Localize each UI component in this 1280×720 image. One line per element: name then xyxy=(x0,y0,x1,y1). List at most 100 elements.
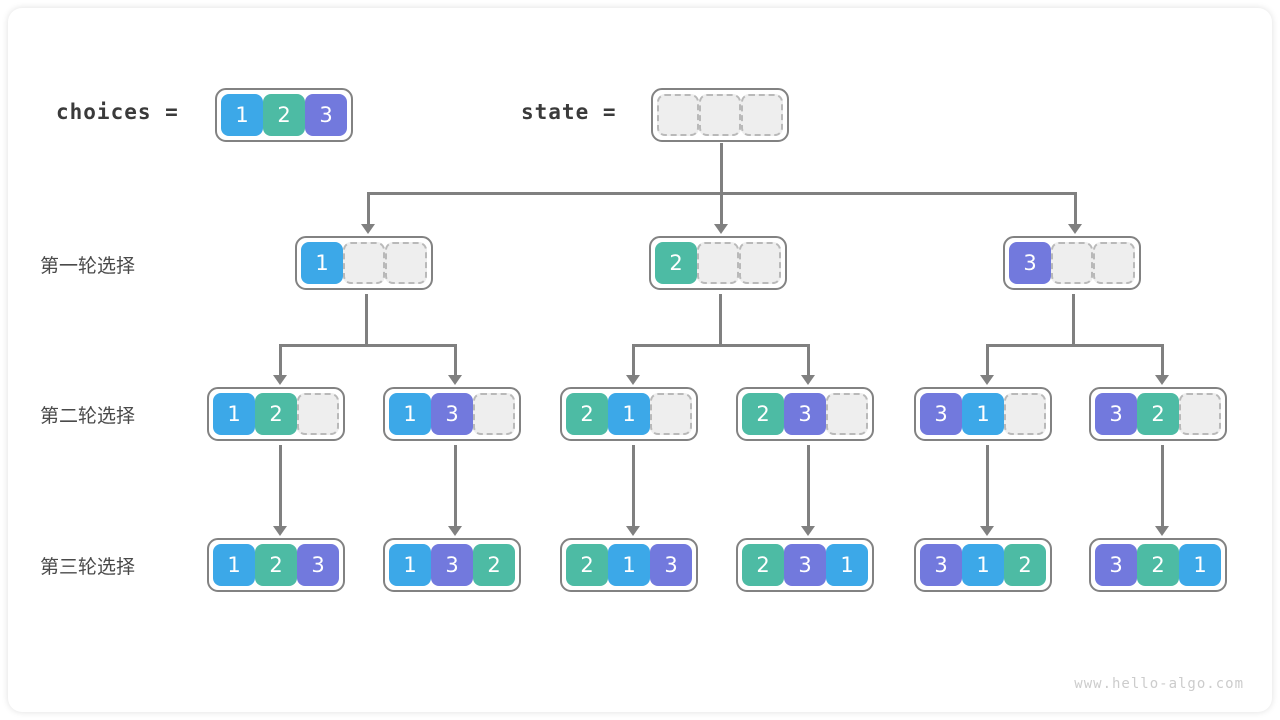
round1-node-2-cell-1 xyxy=(1051,242,1093,284)
round3-node-0-cell-0: 1 xyxy=(213,544,255,586)
row-label-round-2: 第二轮选择 xyxy=(40,405,136,427)
arrowhead-l1b-c1 xyxy=(626,375,640,385)
connector-l1c-stem xyxy=(1072,294,1075,347)
connector-root-to-n2 xyxy=(720,192,723,226)
connector-l1c-to-c1 xyxy=(986,344,989,377)
connector-l2-3-drop xyxy=(807,445,810,528)
connector-root-to-n3 xyxy=(1074,192,1077,226)
round3-node-5-cell-2: 1 xyxy=(1179,544,1221,586)
node-round1-choice-3: 3 xyxy=(1003,236,1141,290)
row-label-round-1: 第一轮选择 xyxy=(40,255,136,277)
watermark: www.hello-algo.com xyxy=(1074,676,1244,692)
state-array xyxy=(651,88,789,142)
connector-l1b-stem xyxy=(719,294,722,347)
row-label-round-3: 第三轮选择 xyxy=(40,556,136,578)
round3-node-1-cell-0: 1 xyxy=(389,544,431,586)
connector-l1a-stem xyxy=(365,294,368,347)
round1-node-1-cell-0: 2 xyxy=(655,242,697,284)
round2-node-0-cell-1: 2 xyxy=(255,393,297,435)
state-label: state = xyxy=(521,100,617,124)
connector-l2-4-drop xyxy=(986,445,989,528)
round3-node-4-cell-0: 3 xyxy=(920,544,962,586)
choices-cell-1: 2 xyxy=(263,94,305,136)
connector-l1c-to-c2 xyxy=(1161,344,1164,377)
choices-label: choices = xyxy=(56,100,179,124)
arrowhead-l2-4 xyxy=(980,526,994,536)
connector-l1a-to-c2 xyxy=(454,344,457,377)
state-cell-0 xyxy=(657,94,699,136)
round3-node-3-cell-0: 2 xyxy=(742,544,784,586)
connector-l2-0-drop xyxy=(279,445,282,528)
round3-node-1-cell-1: 3 xyxy=(431,544,473,586)
round2-node-1-cell-0: 1 xyxy=(389,393,431,435)
round1-node-0-cell-2 xyxy=(385,242,427,284)
connector-l1b-bus xyxy=(632,344,810,347)
connector-l2-1-drop xyxy=(454,445,457,528)
arrowhead-l2-1 xyxy=(448,526,462,536)
round3-node-3-cell-1: 3 xyxy=(784,544,826,586)
node-round1-choice-2: 2 xyxy=(649,236,787,290)
connector-root-to-n1 xyxy=(367,192,370,226)
round2-node-1-cell-1: 3 xyxy=(431,393,473,435)
round3-node-3-cell-2: 1 xyxy=(826,544,868,586)
connector-l2-2-drop xyxy=(632,445,635,528)
arrowhead-l1a-c1 xyxy=(273,375,287,385)
round2-node-3-cell-0: 2 xyxy=(742,393,784,435)
state-cell-2 xyxy=(741,94,783,136)
connector-root-stem xyxy=(720,143,723,195)
round1-node-0-cell-0: 1 xyxy=(301,242,343,284)
round3-node-2-cell-1: 1 xyxy=(608,544,650,586)
connector-l1c-bus xyxy=(986,344,1164,347)
round2-node-0-cell-0: 1 xyxy=(213,393,255,435)
round2-node-4-cell-1: 1 xyxy=(962,393,1004,435)
choices-cell-2: 3 xyxy=(305,94,347,136)
round1-node-1-cell-1 xyxy=(697,242,739,284)
arrowhead-l2-3 xyxy=(801,526,815,536)
connector-l1b-to-c2 xyxy=(807,344,810,377)
round1-node-0-cell-1 xyxy=(343,242,385,284)
round2-node-2-cell-2 xyxy=(650,393,692,435)
arrowhead-root-to-n1 xyxy=(361,224,375,234)
arrowhead-l2-5 xyxy=(1155,526,1169,536)
round3-node-0-cell-2: 3 xyxy=(297,544,339,586)
connector-l2-5-drop xyxy=(1161,445,1164,528)
round2-node-5-cell-2 xyxy=(1179,393,1221,435)
connector-l1a-to-c1 xyxy=(279,344,282,377)
round3-node-2-cell-0: 2 xyxy=(566,544,608,586)
connector-l1a-bus xyxy=(279,344,457,347)
round2-node-5-cell-0: 3 xyxy=(1095,393,1137,435)
round1-node-2-cell-2 xyxy=(1093,242,1135,284)
round3-node-1-cell-2: 2 xyxy=(473,544,515,586)
round2-node-5-cell-1: 2 xyxy=(1137,393,1179,435)
round3-node-0-cell-1: 2 xyxy=(255,544,297,586)
round2-node-0-cell-2 xyxy=(297,393,339,435)
round3-node-4-cell-1: 1 xyxy=(962,544,1004,586)
round3-node-2-cell-2: 3 xyxy=(650,544,692,586)
round2-node-4-cell-0: 3 xyxy=(920,393,962,435)
arrowhead-l2-2 xyxy=(626,526,640,536)
state-cell-1 xyxy=(699,94,741,136)
round3-node-5-cell-0: 3 xyxy=(1095,544,1137,586)
round1-node-2-cell-0: 3 xyxy=(1009,242,1051,284)
round3-node-5-cell-1: 2 xyxy=(1137,544,1179,586)
round3-node-4-cell-2: 2 xyxy=(1004,544,1046,586)
arrowhead-root-to-n2 xyxy=(714,224,728,234)
arrowhead-l2-0 xyxy=(273,526,287,536)
arrowhead-l1c-c2 xyxy=(1155,375,1169,385)
round2-node-2-cell-0: 2 xyxy=(566,393,608,435)
connector-l1b-to-c1 xyxy=(632,344,635,377)
arrowhead-l1b-c2 xyxy=(801,375,815,385)
